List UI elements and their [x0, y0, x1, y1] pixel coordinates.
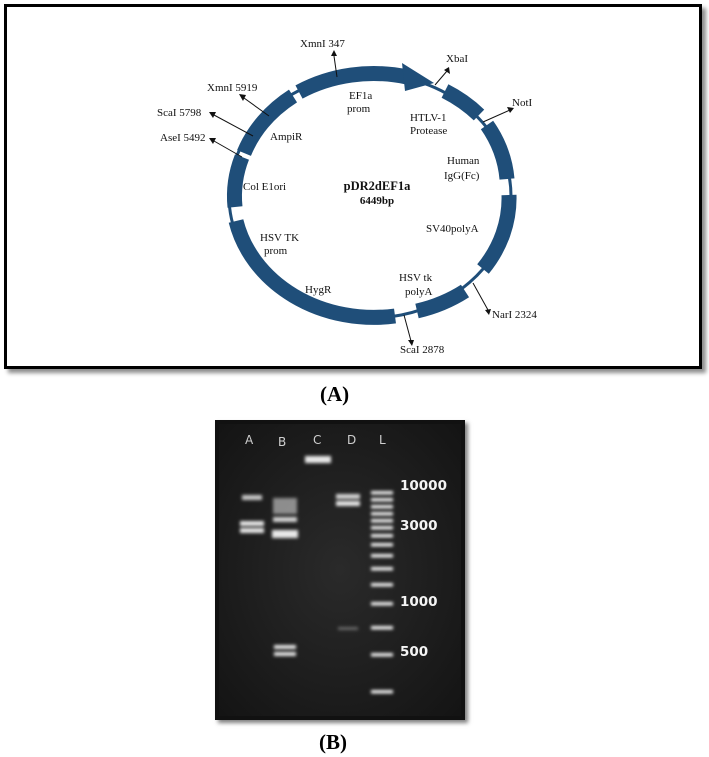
htlv-protease-segment: [441, 84, 485, 121]
ef1a-prom-segment: [295, 66, 409, 99]
site-line-noti: [482, 109, 511, 123]
plasmid-name: pDR2dEF1a: [344, 179, 411, 193]
site-label-nari: NarI 2324: [492, 309, 537, 321]
ef1a-arrowhead: [402, 63, 434, 91]
hsvtk-polya-segment: [415, 284, 470, 319]
lane-a-band-mid2: [240, 528, 264, 533]
lane-label-a: A: [245, 433, 254, 447]
site-line-scai-2878: [403, 314, 412, 342]
sv40-polya-segment: [477, 194, 517, 274]
site-arrow-scai-5798: [209, 112, 216, 118]
lane-b-band-low2: [274, 652, 296, 656]
site-label-scai-5798: ScaI 5798: [157, 107, 202, 119]
ladder-band: [371, 626, 393, 630]
feature-colE1-label: Col E1ori: [243, 181, 286, 193]
feature-hsvtk-prom-line1: HSV TK: [260, 232, 299, 244]
ladder-band: [371, 505, 393, 509]
gel-image-panel: A B C D L: [215, 420, 465, 720]
site-label-asei: AseI 5492: [160, 132, 206, 144]
gel-image: A B C D L: [219, 424, 461, 716]
ladder-band: [371, 602, 393, 606]
ladder-band: [371, 491, 393, 495]
site-arrow-xmni-347: [331, 50, 337, 56]
feature-ampr-label: AmpiR: [270, 131, 303, 143]
feature-hsvtk-polya-line1: HSV tk: [399, 272, 433, 284]
site-arrow-noti: [507, 107, 514, 113]
size-marker-500: 500: [400, 644, 428, 660]
lane-a-band-upper: [242, 495, 262, 500]
human-igg-segment: [480, 120, 515, 180]
lane-label-c: C: [313, 433, 321, 447]
lane-a-band-mid1: [240, 521, 264, 526]
lane-d-band-2: [336, 501, 360, 506]
feature-igg-line2: IgG(Fc): [444, 170, 480, 182]
ladder-band: [371, 653, 393, 657]
lane-c-band: [305, 456, 331, 463]
hygr-segment: [228, 219, 396, 325]
panel-a-label: (A): [320, 382, 350, 406]
ladder-band: [371, 512, 393, 516]
site-arrow-asei: [209, 138, 216, 144]
ladder-band: [371, 534, 393, 538]
panel-b-label: (B): [319, 730, 347, 754]
lane-label-b: B: [278, 435, 286, 449]
size-marker-10000: 10000: [400, 478, 447, 494]
ladder-band: [371, 554, 393, 558]
site-label-xmni-5919: XmnI 5919: [207, 82, 258, 94]
ladder-band: [371, 543, 393, 547]
plasmid-size: 6449bp: [360, 195, 394, 207]
lane-d-band-1: [336, 494, 360, 499]
ladder-lane: [371, 491, 393, 694]
size-marker-3000: 3000: [400, 518, 438, 534]
feature-hygr-label: HygR: [305, 284, 332, 296]
lane-label-l: L: [379, 433, 386, 447]
site-arrow-scai-2878: [408, 340, 414, 346]
feature-ef1a-line1: EF1a: [349, 90, 372, 102]
plasmid-map: pDR2dEF1a 6449bp EF1a prom HTLV-1 Protea…: [157, 38, 537, 356]
site-line-xmni-347: [333, 55, 338, 78]
site-arrow-nari: [485, 309, 491, 315]
feature-sv40-label: SV40polyA: [426, 223, 479, 235]
lane-b-band-upper: [273, 517, 297, 522]
ladder-band: [371, 583, 393, 587]
feature-htlv-line2: Protease: [410, 125, 447, 137]
feature-ef1a-line2: prom: [347, 103, 371, 115]
lane-label-d: D: [347, 433, 356, 447]
site-line-xmni-5919: [243, 97, 270, 117]
ladder-band: [371, 519, 393, 523]
site-arrow-xmni-5919: [239, 94, 246, 101]
site-line-asei: [213, 140, 243, 158]
colE1-segment: [226, 154, 250, 208]
site-label-xmni-347: XmnI 347: [300, 38, 345, 50]
lane-b-band-main: [272, 530, 298, 538]
lane-b-band-smear: [273, 498, 297, 514]
feature-hsvtk-polya-line2: polyA: [405, 286, 433, 298]
feature-igg-line1: Human: [447, 155, 480, 167]
site-arrow-xbai: [444, 67, 450, 74]
feature-hsvtk-prom-line2: prom: [264, 245, 288, 257]
ladder-band: [371, 567, 393, 571]
ladder-band: [371, 526, 393, 530]
size-marker-1000: 1000: [400, 594, 438, 610]
site-label-xbai: XbaI: [446, 53, 468, 65]
site-line-scai-5798: [213, 114, 254, 137]
gel-background: [219, 424, 461, 716]
ladder-band: [371, 498, 393, 502]
lane-d-band-faint: [338, 627, 358, 630]
site-line-xbai: [434, 70, 448, 86]
ladder-band: [371, 690, 393, 694]
lane-b-band-low1: [274, 645, 296, 649]
site-label-scai-2878: ScaI 2878: [400, 344, 445, 356]
plasmid-map-panel: pDR2dEF1a 6449bp EF1a prom HTLV-1 Protea…: [4, 4, 702, 369]
site-line-nari: [472, 282, 489, 311]
ampr-segment: [237, 89, 298, 157]
site-label-noti: NotI: [512, 97, 533, 109]
feature-htlv-line1: HTLV-1: [410, 112, 446, 124]
